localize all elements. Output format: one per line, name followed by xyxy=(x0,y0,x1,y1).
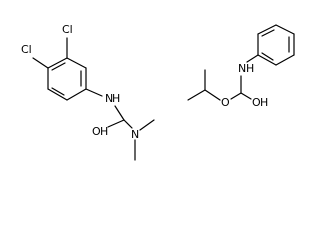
bond-carbonyl2-o xyxy=(240,92,252,100)
molecule-dichlorophenyl-dimethylurea: Cl Cl N H O H N xyxy=(21,23,155,161)
benzene-ring-1 xyxy=(47,57,87,101)
molecule-isopropyl-phenylcarbamate: N H O H O xyxy=(187,24,295,109)
benzene-ring-2 xyxy=(257,24,295,66)
bond-ring-nh xyxy=(85,88,103,97)
nh2-label-h: H xyxy=(246,62,254,75)
bond-ring2-nh xyxy=(246,54,259,63)
bond-ring-cl-left xyxy=(32,57,49,69)
bond-carbonyl-ndimethyl xyxy=(123,119,133,129)
carbonyl2-o-label: O xyxy=(252,96,261,109)
nh2-label-n: N xyxy=(238,62,246,75)
carbonyl2-o-h-label: H xyxy=(260,96,268,109)
bond-ndimethyl-methyl-1 xyxy=(139,119,155,131)
bond-carbonyl2-ester-o xyxy=(230,92,242,100)
ester-o-label: O xyxy=(221,96,230,109)
nh-label-h: H xyxy=(112,92,120,105)
chlorine-label-top: Cl xyxy=(62,23,73,36)
bond-nh-carbonyl xyxy=(114,105,125,121)
carbonyl-o-h-label: H xyxy=(100,125,108,138)
chlorine-label-left: Cl xyxy=(21,43,32,56)
bond-carbonyl-o xyxy=(107,119,125,128)
carbonyl-o-label: O xyxy=(92,125,101,138)
structure-canvas: Cl Cl N H O H N xyxy=(21,23,295,161)
n-dimethyl-label: N xyxy=(131,128,139,141)
nh-label-n: N xyxy=(105,92,113,105)
bond-ester-o-ch xyxy=(204,89,221,101)
bond-ch-methyl-2 xyxy=(187,89,206,101)
